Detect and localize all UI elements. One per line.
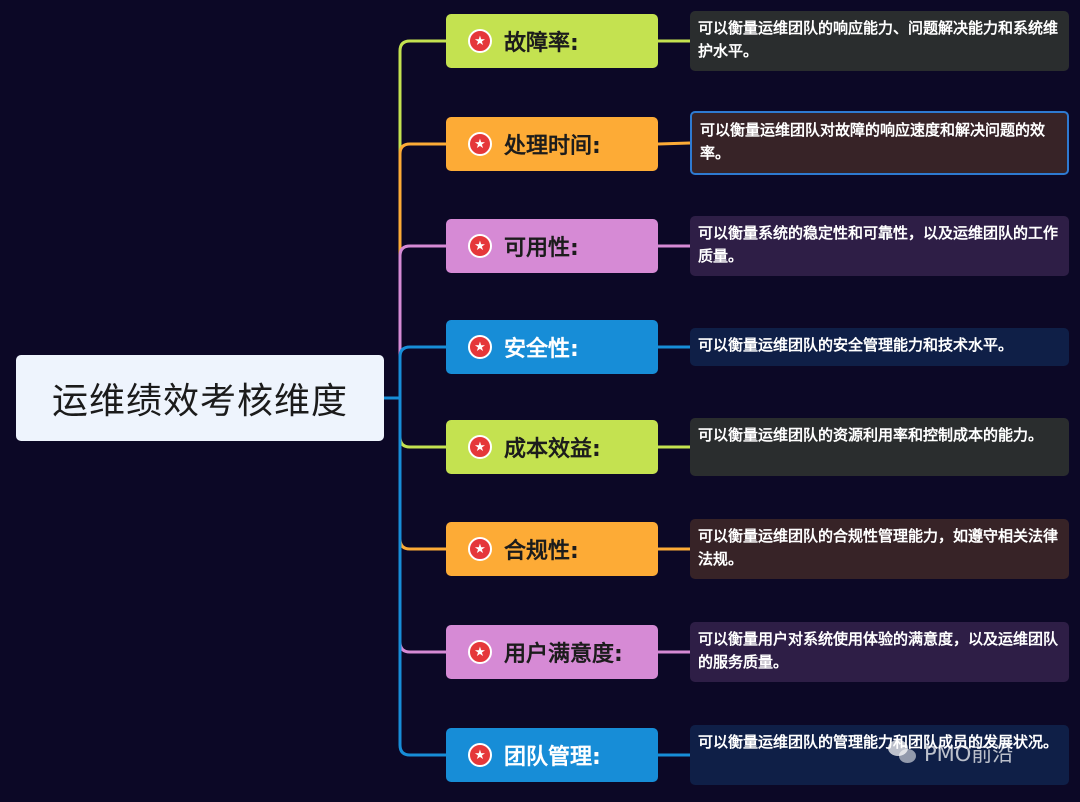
topic-team-management[interactable]: ★ 团队管理: xyxy=(446,728,658,782)
leaf-connector xyxy=(657,141,691,146)
branch-connector xyxy=(398,345,446,398)
topic-label: 成本效益: xyxy=(504,437,601,462)
topic-label: 团队管理: xyxy=(504,745,601,770)
branch-connector xyxy=(398,398,446,449)
topic-label: 故障率: xyxy=(504,31,579,56)
branch-connector xyxy=(398,398,446,757)
branch-connector xyxy=(398,244,446,398)
star-icon: ★ xyxy=(468,234,492,258)
star-icon: ★ xyxy=(468,537,492,561)
topic-handling-time[interactable]: ★ 处理时间: xyxy=(446,117,658,171)
subtopic-cost-benefit-desc[interactable]: 可以衡量运维团队的资源利用率和控制成本的能力。 xyxy=(690,418,1069,476)
subtopic-security-desc[interactable]: 可以衡量运维团队的安全管理能力和技术水平。 xyxy=(690,328,1069,366)
topic-compliance[interactable]: ★ 合规性: xyxy=(446,522,658,576)
subtopic-team-management-desc[interactable]: 可以衡量运维团队的管理能力和团队成员的发展状况。 xyxy=(690,725,1069,785)
star-icon: ★ xyxy=(468,335,492,359)
root-topic[interactable]: 运维绩效考核维度 xyxy=(16,355,384,441)
branch-connector xyxy=(398,398,446,551)
topic-security[interactable]: ★ 安全性: xyxy=(446,320,658,374)
branch-connector xyxy=(398,39,446,398)
star-icon: ★ xyxy=(468,132,492,156)
watermark: PMO前沿 xyxy=(888,738,1013,768)
branch-connector xyxy=(398,142,446,398)
root-topic-label: 运维绩效考核维度 xyxy=(51,381,348,422)
topic-label: 用户满意度: xyxy=(504,642,623,667)
subtopic-availability-desc[interactable]: 可以衡量系统的稳定性和可靠性，以及运维团队的工作质量。 xyxy=(690,216,1069,276)
star-icon: ★ xyxy=(468,435,492,459)
topic-user-satisfaction[interactable]: ★ 用户满意度: xyxy=(446,625,658,679)
topic-label: 安全性: xyxy=(504,337,579,362)
topic-availability[interactable]: ★ 可用性: xyxy=(446,219,658,273)
topic-cost-benefit[interactable]: ★ 成本效益: xyxy=(446,420,658,474)
star-icon: ★ xyxy=(468,29,492,53)
topic-fault-rate[interactable]: ★ 故障率: xyxy=(446,14,658,68)
star-icon: ★ xyxy=(468,640,492,664)
topic-label: 处理时间: xyxy=(504,134,601,159)
topic-label: 合规性: xyxy=(504,539,579,564)
topic-label: 可用性: xyxy=(504,236,579,261)
watermark-text: PMO前沿 xyxy=(924,742,1014,766)
subtopic-fault-rate-desc[interactable]: 可以衡量运维团队的响应能力、问题解决能力和系统维护水平。 xyxy=(690,11,1069,71)
branch-connector xyxy=(398,398,446,654)
wechat-icon xyxy=(888,740,918,766)
subtopic-compliance-desc[interactable]: 可以衡量运维团队的合规性管理能力，如遵守相关法律法规。 xyxy=(690,519,1069,579)
subtopic-handling-time-desc[interactable]: 可以衡量运维团队对故障的响应速度和解决问题的效率。 xyxy=(690,111,1069,175)
star-icon: ★ xyxy=(468,743,492,767)
subtopic-user-satisfaction-desc[interactable]: 可以衡量用户对系统使用体验的满意度，以及运维团队的服务质量。 xyxy=(690,622,1069,682)
